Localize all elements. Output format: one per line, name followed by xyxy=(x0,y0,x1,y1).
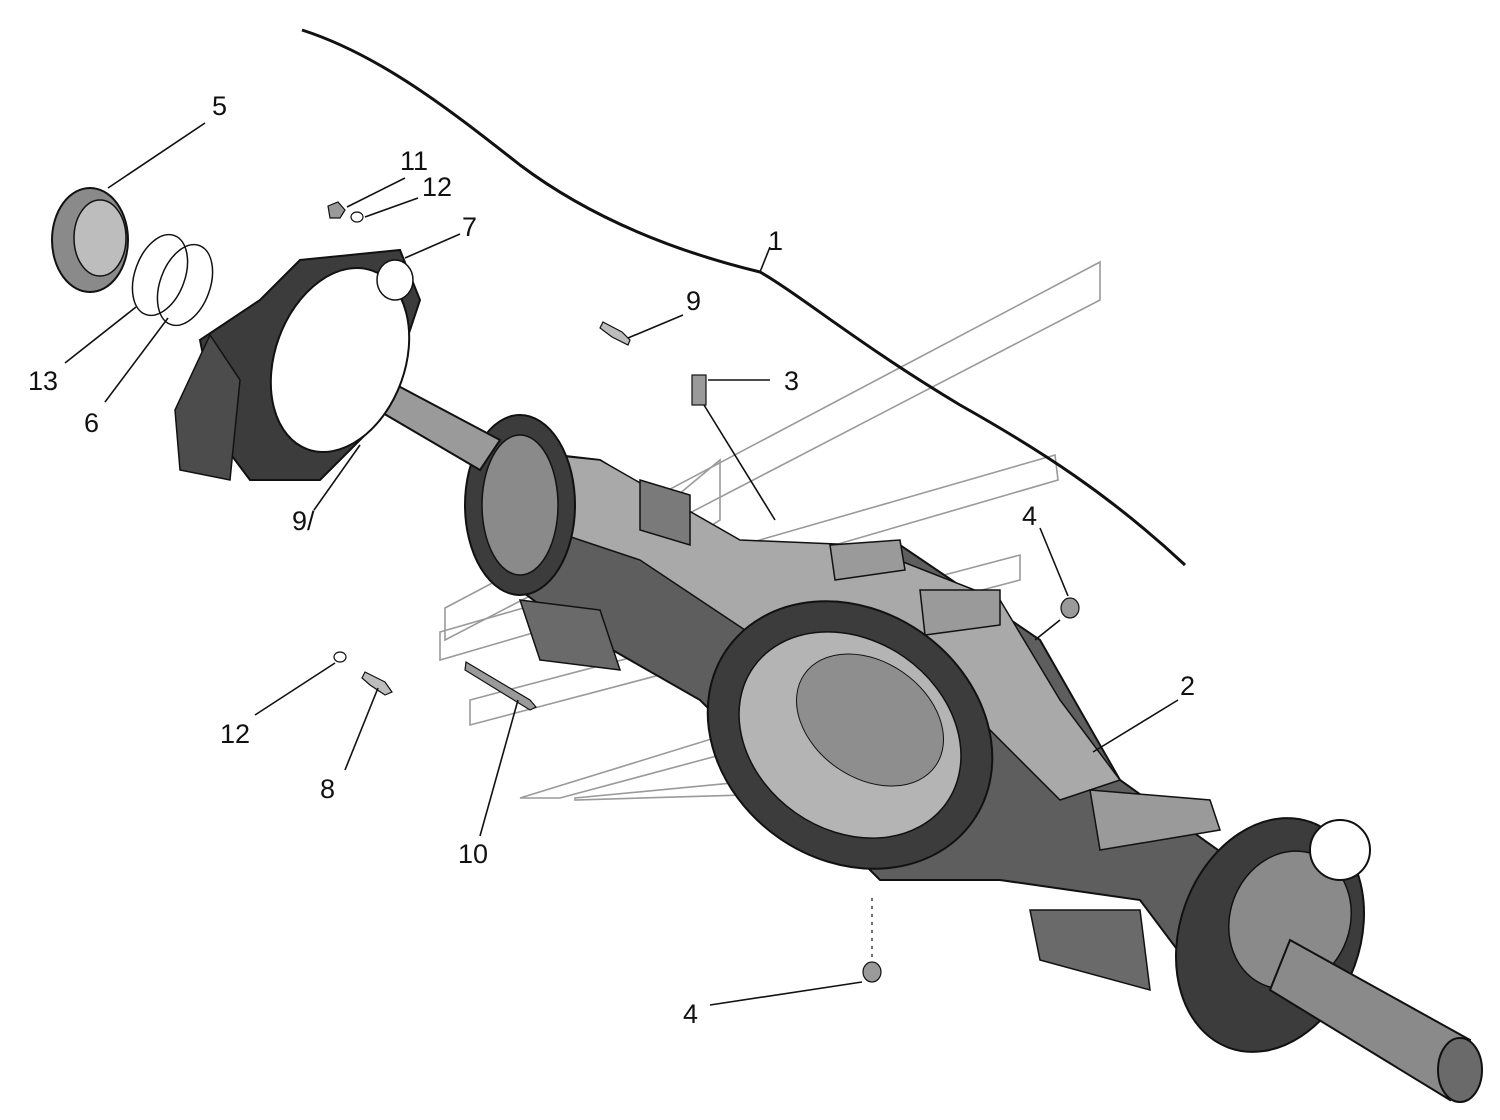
callout-3: 3 xyxy=(784,366,799,396)
hardware-parts xyxy=(327,201,1080,983)
part-2-axle-housing xyxy=(464,414,1483,1103)
callout-7: 7 xyxy=(462,212,477,242)
callout-4-bottom: 4 xyxy=(683,999,698,1029)
part-5-seal-ring xyxy=(51,187,129,293)
part-4-plug-top xyxy=(1060,597,1080,619)
part-3-breather xyxy=(691,374,707,406)
callout-11: 11 xyxy=(400,146,428,176)
callout-5: 5 xyxy=(212,91,227,121)
part-11-nut xyxy=(327,201,346,219)
callout-12-top: 12 xyxy=(422,172,452,202)
callout-1: 1 xyxy=(768,226,783,256)
part-8-bolt xyxy=(361,671,393,696)
part-6-o-ring xyxy=(156,243,214,327)
part-10-long-bolt xyxy=(464,661,537,711)
callout-8: 8 xyxy=(320,774,335,804)
part-1-cable xyxy=(301,28,1187,567)
part-9-bolt-top xyxy=(599,321,631,346)
callout-4-top: 4 xyxy=(1022,501,1037,531)
callout-9-left: 9/ xyxy=(292,506,315,536)
part-12-washer-bottom xyxy=(333,651,347,663)
part-7-brake-plate xyxy=(174,248,422,481)
callout-2: 2 xyxy=(1180,671,1195,701)
part-12-washer-top xyxy=(350,211,364,223)
callout-6: 6 xyxy=(84,408,99,438)
callout-labels: 1 2 3 4 4 5 6 7 8 9 9/ 10 11 12 12 13 xyxy=(28,91,1195,1029)
callout-12-bottom: 12 xyxy=(220,719,250,749)
part-13-o-ring xyxy=(131,233,189,317)
callout-13: 13 xyxy=(28,366,58,396)
callout-9-top: 9 xyxy=(686,286,701,316)
callout-10: 10 xyxy=(458,839,488,869)
leader-lines xyxy=(64,122,1179,1006)
part-4-plug-bottom xyxy=(862,961,882,983)
